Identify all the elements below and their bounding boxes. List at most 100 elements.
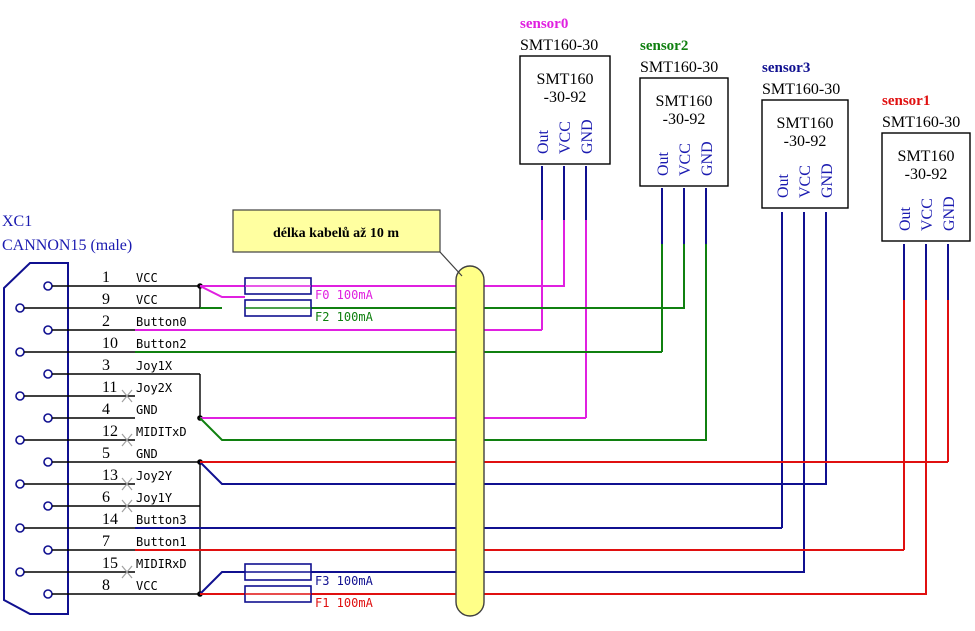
- pin-label: MIDIRxD: [136, 557, 187, 571]
- pin-gnd-label: GND: [699, 141, 716, 176]
- contact-8: [43, 589, 53, 599]
- pin-vcc-label: VCC: [677, 143, 694, 176]
- note-leader-line: [439, 251, 463, 277]
- pin-number: 9: [102, 291, 110, 308]
- pin-vcc-label: VCC: [919, 198, 936, 231]
- pin-label: Button2: [136, 337, 187, 351]
- contact-10: [15, 347, 25, 357]
- pin-number: 13: [102, 467, 118, 484]
- pin-leads: [24, 285, 135, 595]
- sensor-name: sensor0: [520, 16, 568, 32]
- pin-label: Button3: [136, 513, 187, 527]
- fuse-label-f2: F2 100mA: [315, 310, 374, 324]
- chip-line2: -30-92: [544, 89, 587, 106]
- sensor-name: sensor2: [640, 38, 688, 54]
- sensor-model: SMT160-30: [520, 37, 598, 54]
- chip-line2: -30-92: [663, 111, 706, 128]
- cable-note-box: [232, 209, 441, 253]
- pin-number: 1: [102, 269, 110, 286]
- pin-label: GND: [136, 447, 158, 461]
- contact-6: [43, 501, 53, 511]
- connector-name: CANNON15 (male): [2, 237, 132, 254]
- contact-3: [43, 369, 53, 379]
- pin-label: MIDITxD: [136, 425, 187, 439]
- pin-number: 5: [102, 445, 110, 462]
- pin-label: Button0: [136, 315, 187, 329]
- pin-numbers: 1 9 2 10 3 11 4 12 5 13 6 14 7 15 8: [102, 269, 118, 594]
- pin-out-label: Out: [897, 206, 914, 231]
- fuse-label-f1: F1 100mA: [315, 596, 374, 610]
- pin-number: 7: [102, 533, 110, 550]
- pin-number: 4: [102, 401, 110, 418]
- pin-label: Joy2Y: [136, 469, 173, 483]
- pin-out-label: Out: [655, 151, 672, 176]
- sensor3: sensor3 SMT160-30 SMT160 -30-92 Out VCC …: [761, 60, 849, 209]
- pin-out-label: Out: [535, 129, 552, 154]
- contact-14: [15, 523, 25, 533]
- chip-line1: SMT160: [898, 148, 955, 165]
- pin-vcc-label: VCC: [797, 165, 814, 198]
- fuse-through-lines: [245, 285, 311, 595]
- sensor-package: [761, 99, 849, 209]
- unused-pin-marks: [121, 389, 133, 579]
- sensor-name: sensor1: [882, 93, 930, 109]
- pin-jumpers: [135, 285, 201, 595]
- pin-label: GND: [136, 403, 158, 417]
- contact-1: [43, 281, 53, 291]
- connector-ref: XC1: [2, 213, 32, 230]
- sensor1: sensor1 SMT160-30 SMT160 -30-92 Out VCC …: [881, 93, 971, 242]
- pin-out-label: Out: [775, 173, 792, 198]
- pin-number: 8: [102, 577, 110, 594]
- pin-gnd-label: GND: [941, 196, 958, 231]
- pin-number: 3: [102, 357, 110, 374]
- chip-line1: SMT160: [777, 115, 834, 132]
- sensor-leads: [541, 166, 949, 300]
- cable-bundle: [455, 265, 485, 617]
- pin-gnd-label: GND: [819, 163, 836, 198]
- pin-labels: VCC VCC Button0 Button2 Joy1X Joy2X GND …: [136, 271, 187, 593]
- chip-line2: -30-92: [905, 166, 948, 183]
- sensor0: sensor0 SMT160-30 SMT160 -30-92 Out VCC …: [519, 16, 611, 165]
- pin-number: 6: [102, 489, 110, 506]
- sensor-package: [881, 132, 971, 242]
- chip-line2: -30-92: [784, 133, 827, 150]
- pin-number: 11: [102, 379, 117, 396]
- contact-13: [15, 479, 25, 489]
- pin-label: VCC: [136, 271, 158, 285]
- sensor-name: sensor3: [762, 60, 810, 76]
- pin-vcc-label: VCC: [557, 121, 574, 154]
- pin-label: Button1: [136, 535, 187, 549]
- chip-line1: SMT160: [537, 71, 594, 88]
- sensor-model: SMT160-30: [762, 81, 840, 98]
- contact-4: [43, 413, 53, 423]
- fuse-label-f0: F0 100mA: [315, 288, 374, 302]
- pin-label: VCC: [136, 293, 158, 307]
- contact-7: [43, 545, 53, 555]
- pin-gnd-label: GND: [579, 119, 596, 154]
- sensor2: sensor2 SMT160-30 SMT160 -30-92 Out VCC …: [639, 38, 729, 187]
- pin-label: VCC: [136, 579, 158, 593]
- sensor-model: SMT160-30: [882, 114, 960, 131]
- pin-label: Joy1Y: [136, 491, 173, 505]
- pin-number: 15: [102, 555, 118, 572]
- cable-note-text: délka kabelů až 10 m: [273, 226, 399, 241]
- fuse-labels: F0 100mA F2 100mA F3 100mA F1 100mA: [315, 288, 374, 610]
- pin-number: 12: [102, 423, 118, 440]
- chip-line1: SMT160: [656, 93, 713, 110]
- sensor-model: SMT160-30: [640, 59, 718, 76]
- pin-number: 2: [102, 313, 110, 330]
- wires-sensor2: [135, 244, 707, 441]
- contact-12: [15, 435, 25, 445]
- fuse-label-f3: F3 100mA: [315, 574, 374, 588]
- sensor-package: [639, 77, 729, 187]
- contact-15: [15, 567, 25, 577]
- contact-2: [43, 325, 53, 335]
- pin-number: 10: [102, 335, 118, 352]
- contact-9: [15, 303, 25, 313]
- contact-11: [15, 391, 25, 401]
- contact-5: [43, 457, 53, 467]
- pin-label: Joy2X: [136, 381, 173, 395]
- pin-label: Joy1X: [136, 359, 173, 373]
